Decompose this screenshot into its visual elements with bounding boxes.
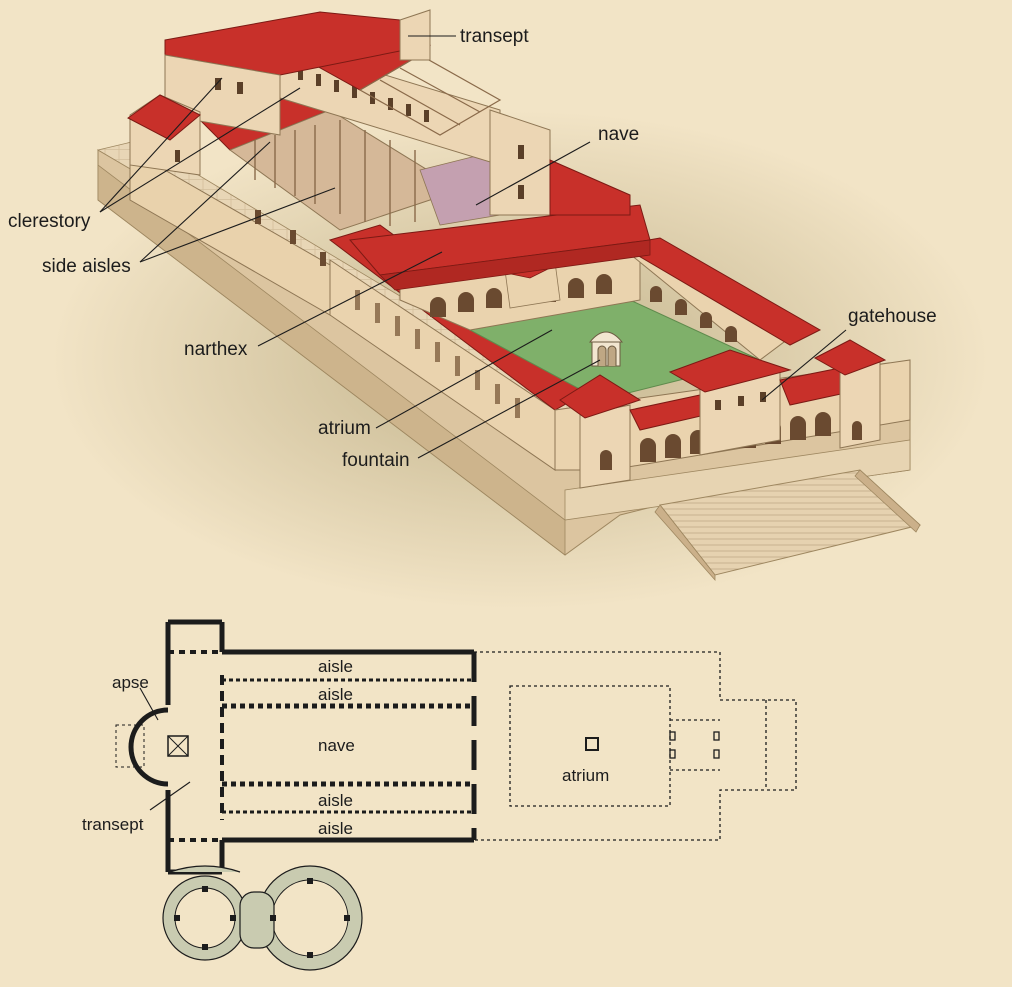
label-nave: nave bbox=[598, 124, 639, 145]
plan-label-transept: transept bbox=[82, 815, 144, 834]
plan-label-aisle-3: aisle bbox=[318, 791, 353, 810]
plan-label-aisle-2: aisle bbox=[318, 685, 353, 704]
gatehouse-block bbox=[554, 339, 911, 489]
label-fountain: fountain bbox=[342, 450, 410, 471]
label-narthex: narthex bbox=[184, 339, 248, 360]
plan-rotundas bbox=[162, 865, 363, 971]
label-side-aisles: side aisles bbox=[42, 256, 131, 277]
basilica-illustration: transept nave clerestory side aisles nar… bbox=[8, 9, 990, 610]
label-transept: transept bbox=[460, 26, 529, 47]
basilica-body bbox=[127, 9, 631, 316]
plan-atrium bbox=[474, 651, 797, 841]
floor-plan: aisle aisle nave aisle aisle apse transe… bbox=[82, 619, 797, 971]
plan-label-aisle-1: aisle bbox=[318, 657, 353, 676]
plan-labels: aisle aisle nave aisle aisle apse transe… bbox=[82, 657, 609, 838]
label-atrium: atrium bbox=[318, 418, 371, 439]
illustration-labels: transept nave clerestory side aisles nar… bbox=[8, 26, 937, 471]
plan-label-aisle-4: aisle bbox=[318, 819, 353, 838]
staircase bbox=[654, 469, 922, 582]
label-clerestory: clerestory bbox=[8, 211, 91, 232]
illustration-leader-lines bbox=[99, 35, 847, 459]
plan-label-atrium: atrium bbox=[562, 766, 609, 785]
plan-label-nave: nave bbox=[318, 736, 355, 755]
plan-nave-aisles bbox=[222, 649, 477, 843]
plan-label-apse: apse bbox=[112, 673, 149, 692]
plan-transept bbox=[165, 619, 225, 875]
plan-apse bbox=[115, 687, 191, 811]
narthex-block bbox=[349, 204, 651, 291]
label-gatehouse: gatehouse bbox=[848, 306, 937, 327]
fountain-structure bbox=[588, 331, 624, 367]
